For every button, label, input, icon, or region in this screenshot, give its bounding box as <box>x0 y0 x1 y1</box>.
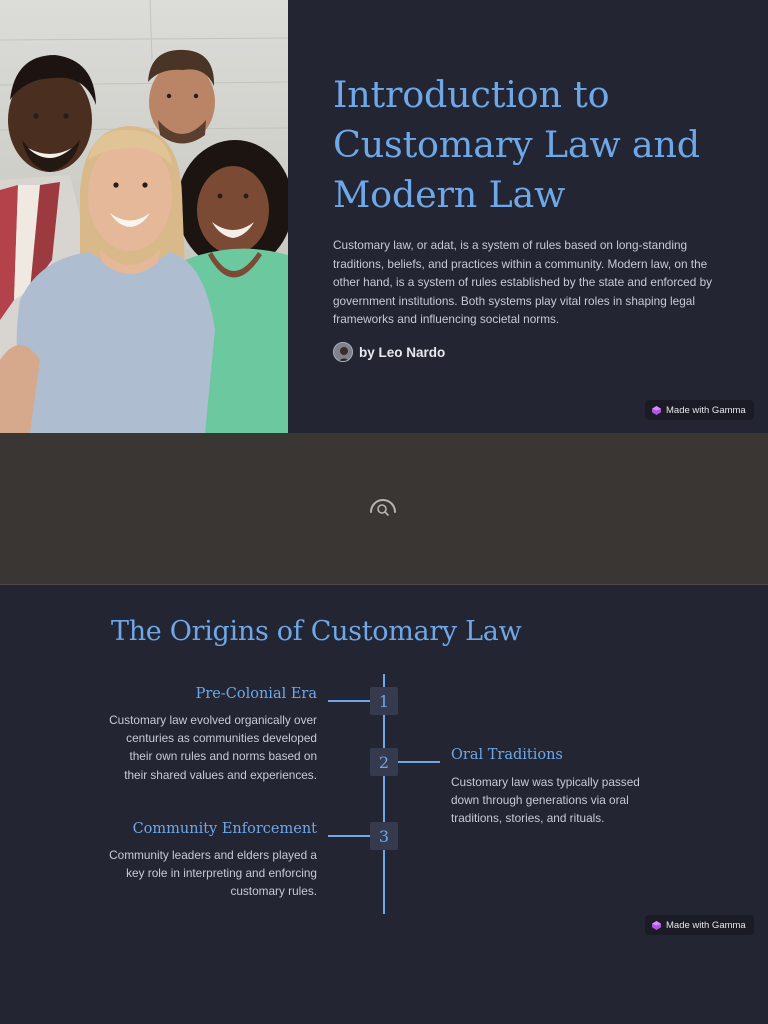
title-slide: Introduction to Customary Law and Modern… <box>0 0 768 433</box>
timeline-item-text: Community leaders and elders played a ke… <box>109 848 317 899</box>
made-with-gamma-badge[interactable]: Made with Gamma <box>645 915 754 935</box>
group-photo <box>0 0 288 433</box>
made-with-gamma-badge[interactable]: Made with Gamma <box>645 400 754 420</box>
loading-placeholder <box>0 433 768 585</box>
loading-search-icon <box>370 499 396 516</box>
timeline-axis <box>383 674 385 914</box>
timeline-connector <box>328 700 370 702</box>
timeline-item-text: Customary law was typically passed down … <box>451 775 640 826</box>
timeline-connector <box>398 761 440 763</box>
badge-label: Made with Gamma <box>666 919 746 931</box>
gamma-gem-icon <box>652 920 661 930</box>
origins-slide: The Origins of Customary Law 1 Pre-Colon… <box>0 586 768 1024</box>
author-avatar <box>333 342 353 362</box>
slide-description: Customary law, or adat, is a system of r… <box>333 238 713 326</box>
timeline-connector <box>328 835 370 837</box>
gamma-gem-icon <box>652 405 661 415</box>
timeline-item-title: Community Enforcement <box>132 821 317 837</box>
timeline-step-number: 3 <box>370 822 398 850</box>
slide-title: The Origins of Customary Law <box>111 616 522 647</box>
timeline-item-text: Customary law evolved organically over c… <box>109 713 317 782</box>
timeline-step-number: 2 <box>370 748 398 776</box>
timeline-item-title: Oral Traditions <box>451 747 563 763</box>
timeline-item-title: Pre-Colonial Era <box>195 686 317 702</box>
timeline-step-number: 1 <box>370 687 398 715</box>
author-name: by Leo Nardo <box>359 344 446 360</box>
author-byline[interactable]: by Leo Nardo <box>333 342 445 362</box>
slide-title: Introduction to Customary Law and Modern… <box>333 73 700 216</box>
badge-label: Made with Gamma <box>666 404 746 416</box>
